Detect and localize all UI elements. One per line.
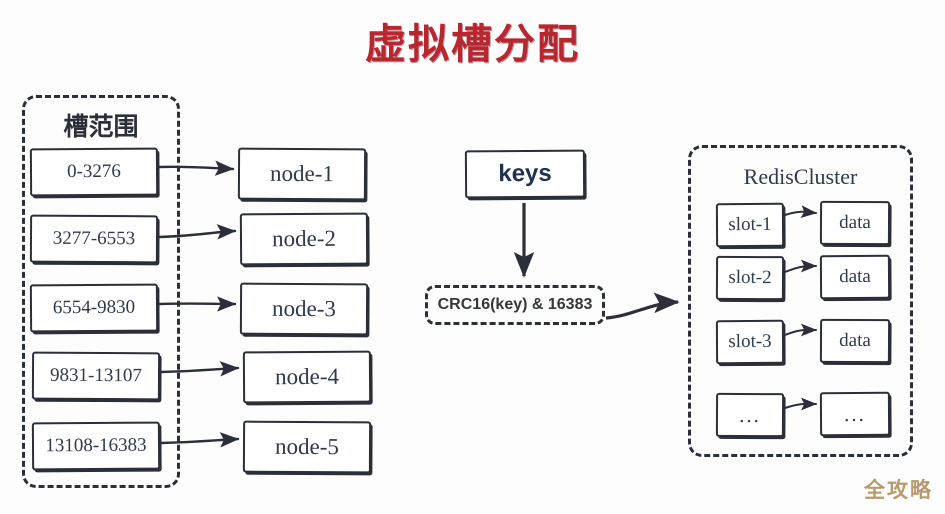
slot-range-group-label: 槽范围 [63, 113, 139, 141]
redis-cluster-container [688, 145, 913, 457]
node-box-2[interactable]: node-2 [239, 212, 369, 266]
slot-label-3: slot-3 [728, 330, 772, 353]
data-label-3: data [839, 329, 871, 352]
slot-label-ellipsis: ... [739, 402, 761, 427]
node-box-5[interactable]: node-5 [242, 420, 372, 474]
data-box-1[interactable]: data [819, 200, 891, 246]
node-box-1[interactable]: node-1 [237, 147, 367, 201]
data-label-1: data [839, 211, 871, 234]
node-box-3[interactable]: node-3 [239, 282, 369, 336]
slot-range-box-3[interactable]: 6554-9830 [29, 283, 159, 333]
node-label-5: node-5 [275, 433, 340, 460]
redis-cluster-label: RedisCluster [743, 164, 858, 189]
slot-range-label-5: 13108-16383 [45, 434, 147, 457]
node-label-4: node-4 [274, 363, 340, 390]
keys-box[interactable]: keys [464, 149, 586, 199]
slot-range-label-3: 6554-9830 [52, 296, 136, 319]
slot-range-label-2: 3277-6553 [52, 227, 136, 250]
slot-range-box-4[interactable]: 9831-13107 [31, 351, 161, 401]
data-box-2[interactable]: data [819, 254, 891, 300]
data-label-2: data [839, 265, 871, 288]
slot-box-2[interactable]: slot-2 [715, 255, 785, 301]
slot-range-box-1[interactable]: 0-3276 [29, 147, 159, 197]
keys-label: keys [498, 159, 552, 188]
arrow-hash-to-cluster [605, 292, 680, 320]
slot-range-label-1: 0-3276 [67, 160, 121, 183]
data-box-ellipsis[interactable]: ... [819, 391, 891, 437]
node-label-3: node-3 [272, 295, 337, 322]
node-label-1: node-1 [270, 160, 335, 187]
slot-box-ellipsis[interactable]: ... [715, 392, 785, 438]
slot-range-container [22, 95, 180, 488]
watermark: 全攻略 [864, 479, 933, 502]
data-box-3[interactable]: data [819, 318, 891, 364]
node-box-4[interactable]: node-4 [242, 350, 372, 404]
slot-box-3[interactable]: slot-3 [715, 319, 785, 365]
slot-label-2: slot-2 [728, 266, 772, 289]
data-label-ellipsis: ... [844, 401, 866, 426]
slot-range-box-2[interactable]: 3277-6553 [29, 214, 159, 264]
slot-label-1: slot-1 [728, 213, 772, 236]
hash-function-box[interactable]: CRC16(key) & 16383 [425, 285, 605, 325]
hash-function-label: CRC16(key) & 16383 [437, 296, 593, 313]
page-title: 虚拟槽分配 [365, 21, 580, 67]
slot-range-label-4: 9831-13107 [50, 364, 142, 387]
slot-box-1[interactable]: slot-1 [715, 202, 785, 248]
node-label-2: node-2 [271, 225, 337, 252]
slot-range-box-5[interactable]: 13108-16383 [31, 421, 161, 471]
